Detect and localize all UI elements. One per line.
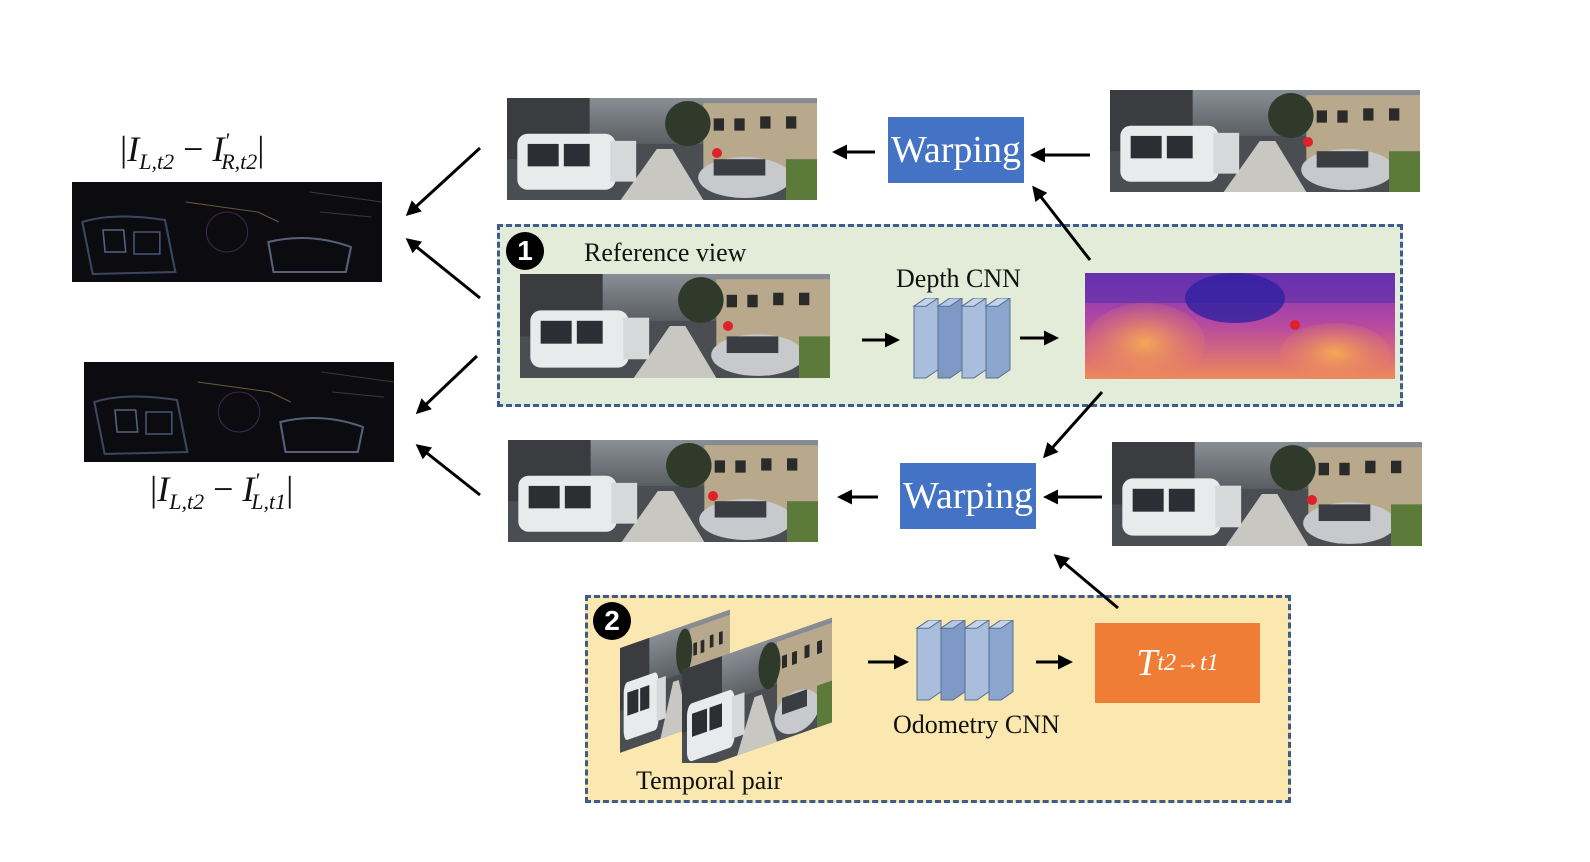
- arrow-to-temporal-diff: [415, 444, 481, 497]
- temporal-loss-formula: |IL,t2 − I′L,t1|: [150, 468, 294, 515]
- reference-view-image: [520, 274, 830, 378]
- right-view-image: [1110, 90, 1420, 192]
- stereo-loss-formula: |IL,t2 − I′R,t2|: [120, 128, 265, 175]
- previous-frame-image: [1112, 442, 1422, 546]
- section-2-badge: 2: [593, 602, 631, 640]
- odometry-cnn-label: Odometry CNN: [893, 710, 1060, 739]
- arrow-pose-to-warp: [1053, 554, 1119, 610]
- depth-map-image: [1085, 273, 1395, 379]
- arrow-ref-to-stereo-diff: [405, 238, 481, 300]
- warping-box-bottom: Warping: [900, 463, 1036, 529]
- section-1-badge: 1: [506, 232, 544, 270]
- arrow-ref-to-temporal-diff: [415, 354, 479, 415]
- depth-cnn-label: Depth CNN: [896, 264, 1021, 293]
- warped-right-image: [507, 98, 817, 200]
- temporal-pair-label: Temporal pair: [636, 766, 783, 795]
- warped-temporal-image: [508, 440, 818, 542]
- arrow-to-stereo-diff: [405, 146, 482, 217]
- arrow-depth-to-warp-top: [1032, 185, 1092, 261]
- warping-box-top: Warping: [888, 117, 1024, 183]
- arrow-depth-to-warp-bottom: [1043, 391, 1104, 459]
- reference-view-label: Reference view: [584, 238, 747, 267]
